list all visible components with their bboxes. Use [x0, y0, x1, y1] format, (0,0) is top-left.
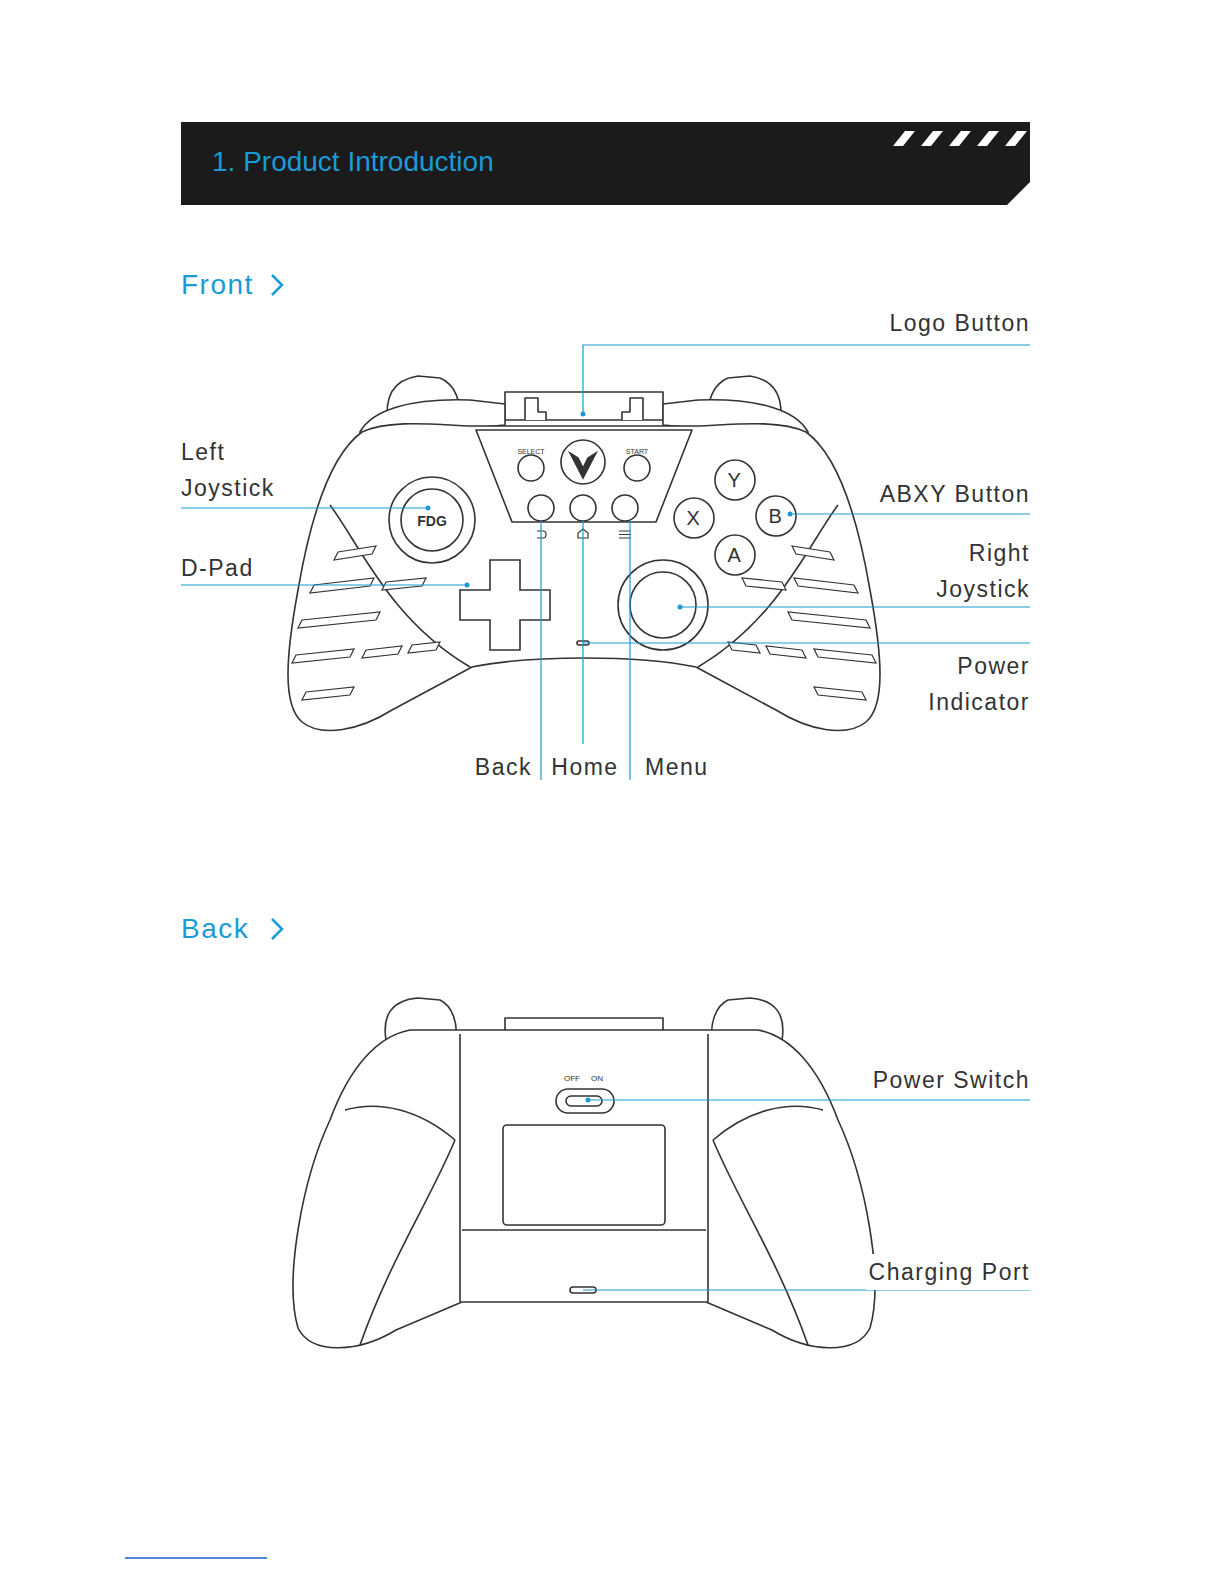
- controller-front: [288, 376, 880, 731]
- part-name: Home: [543, 749, 627, 785]
- switch-print: ON: [585, 1074, 609, 1084]
- button-print: START: [617, 447, 657, 456]
- slash-decoration: [893, 131, 1027, 146]
- footer-rule: [125, 1557, 267, 1559]
- controls: [389, 440, 796, 650]
- chevron: [272, 919, 282, 939]
- switch-print: OFF: [560, 1074, 584, 1084]
- controller-back: [293, 998, 875, 1348]
- button-letter: A: [720, 543, 750, 567]
- part-name: Back: [475, 749, 532, 785]
- part-name: D-Pad: [181, 550, 254, 586]
- button-print: SELECT: [511, 447, 551, 456]
- part-name: Menu: [645, 749, 709, 785]
- chevron: [272, 275, 282, 295]
- part-name: Right Joystick: [890, 535, 1030, 607]
- page-title: 1. Product Introduction: [212, 144, 494, 180]
- leader-lines: [181, 345, 1030, 1290]
- title-bar: [181, 122, 1030, 205]
- section-heading: Back: [181, 911, 249, 947]
- part-name: Charging Port: [866, 1254, 1033, 1290]
- section-heading: Front: [181, 267, 254, 303]
- part-name: Power Switch: [873, 1062, 1030, 1098]
- part-name: Left Joystick: [181, 434, 301, 506]
- leader-dots: [426, 412, 793, 1103]
- button-letter: X: [679, 506, 709, 530]
- part-name: ABXY Button: [880, 476, 1030, 512]
- button-letter: B: [761, 504, 791, 528]
- button-letter: Y: [720, 468, 750, 492]
- grip-texture: [292, 546, 876, 700]
- part-name: Power Indicator: [890, 648, 1030, 720]
- logo-print: FDG: [407, 513, 457, 529]
- part-name: Logo Button: [889, 305, 1030, 341]
